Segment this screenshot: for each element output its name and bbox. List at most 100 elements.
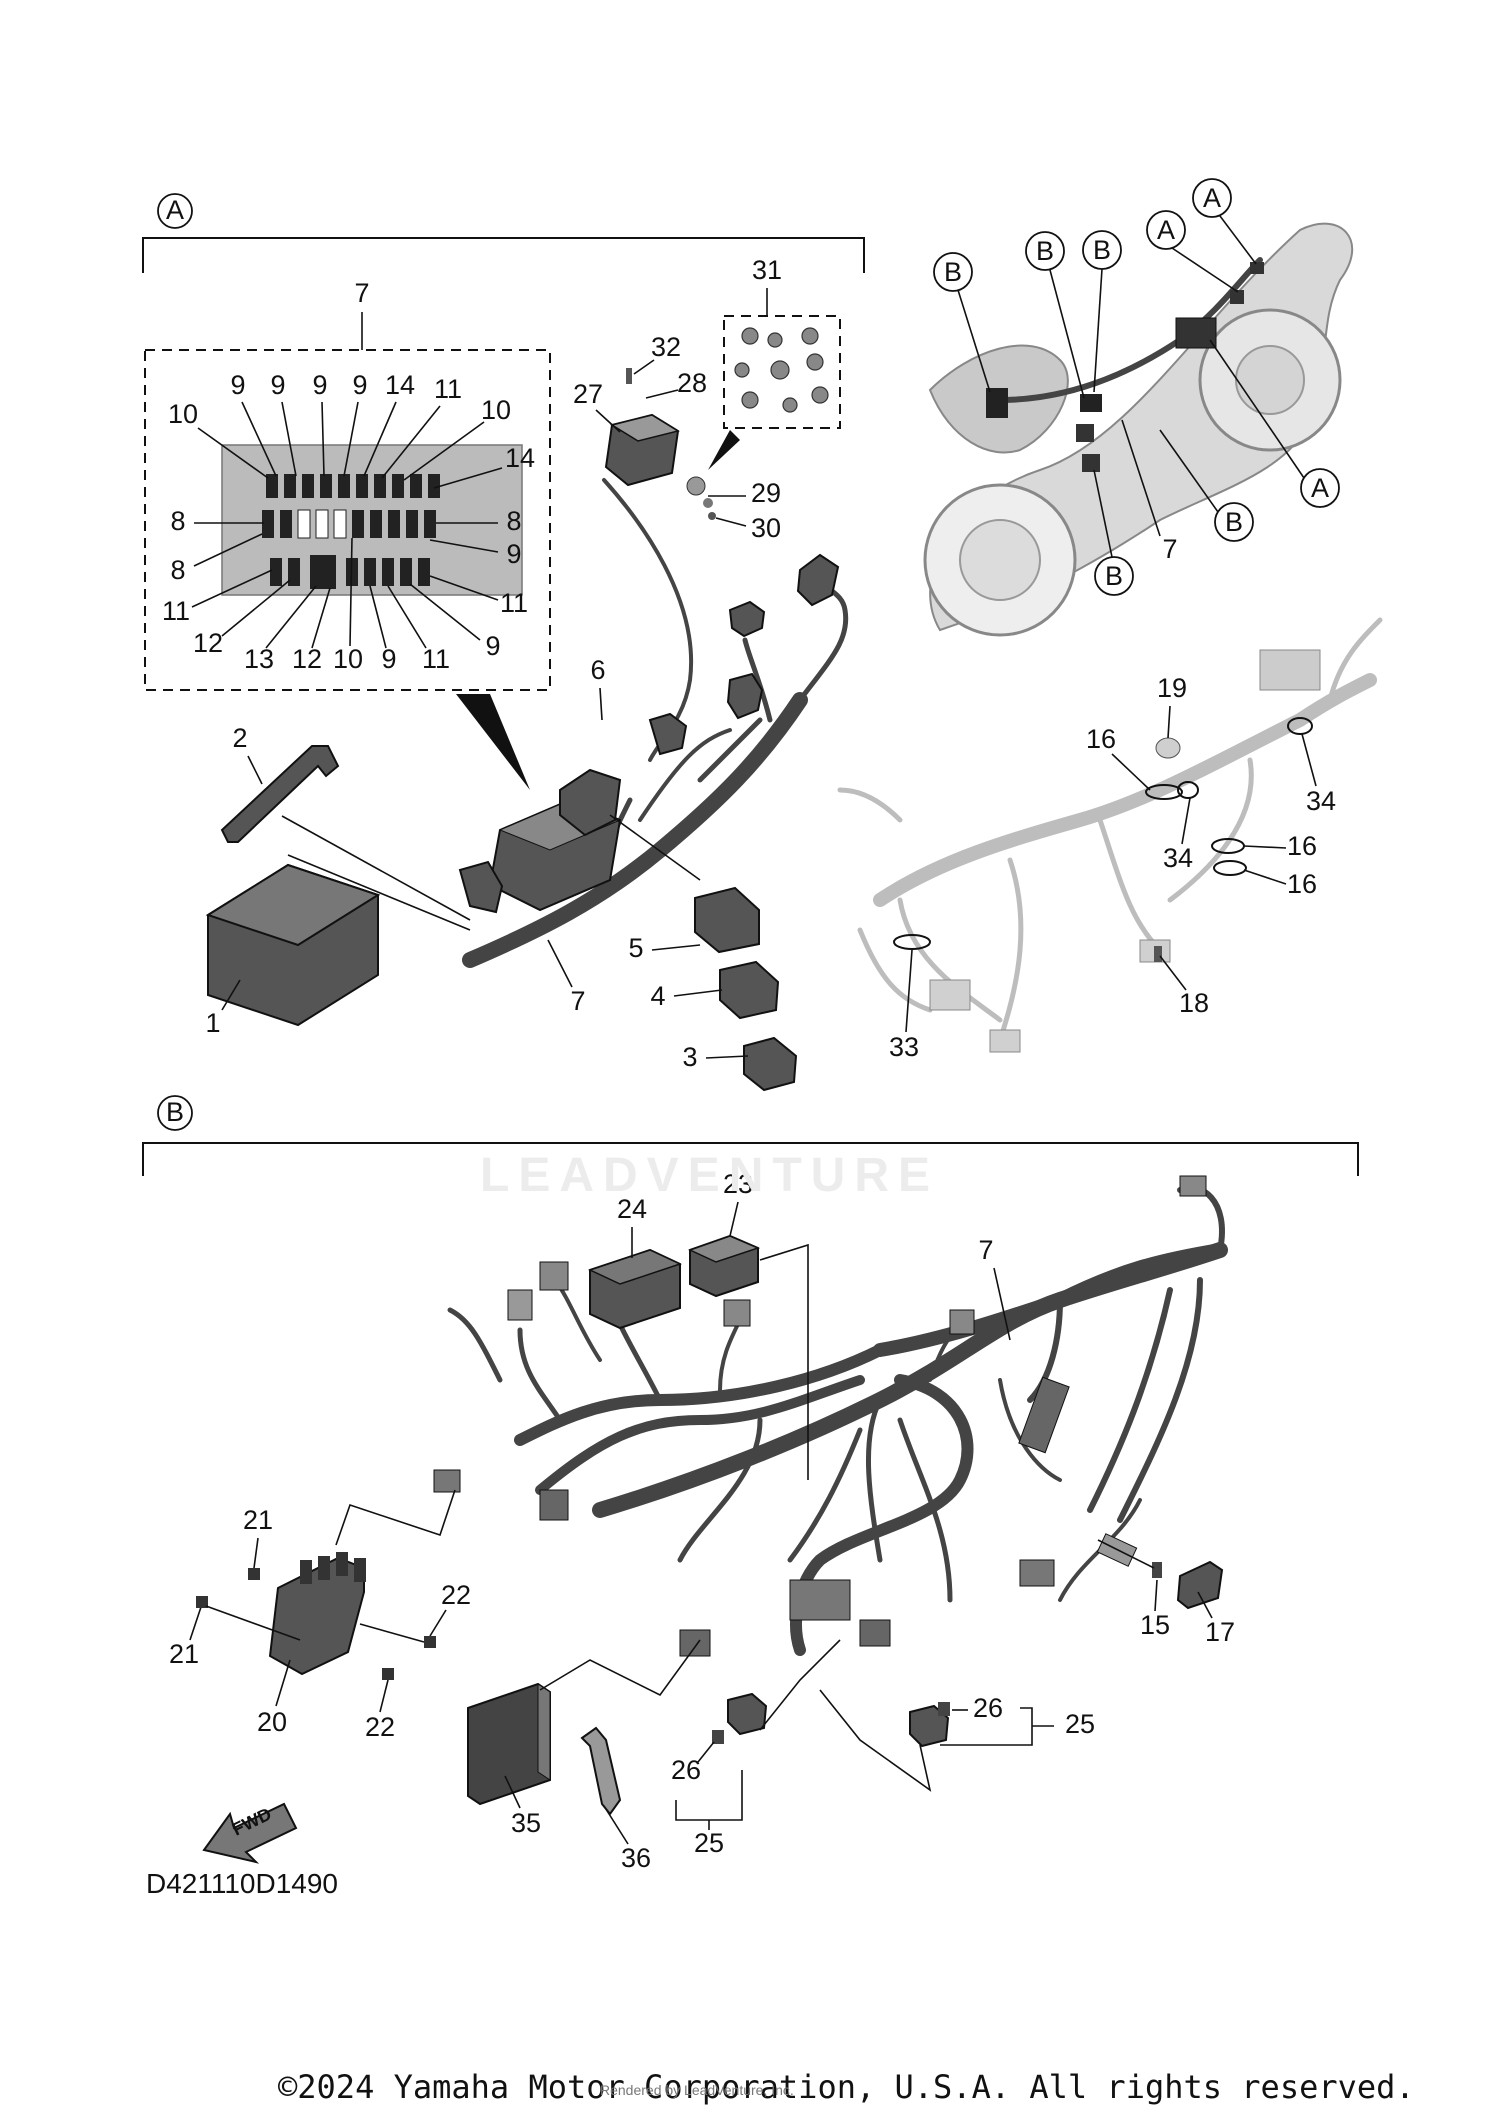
callout-22a: 22 bbox=[441, 1580, 471, 1610]
callout-27: 27 bbox=[573, 379, 603, 409]
callout-7a: 7 bbox=[570, 986, 585, 1016]
part-15 bbox=[1152, 1562, 1162, 1578]
callout-31: 31 bbox=[752, 255, 782, 285]
coupler-5 bbox=[694, 886, 760, 954]
svg-text:B: B bbox=[1105, 561, 1123, 591]
copyright-notice: ©2024 Yamaha Motor Corporation, U.S.A. A… bbox=[278, 2068, 1415, 2106]
svg-text:8: 8 bbox=[170, 506, 185, 536]
connectors-25-right bbox=[909, 1702, 950, 1748]
section-b-bracket bbox=[142, 1142, 1359, 1176]
section-b-marker: B bbox=[157, 1095, 193, 1131]
callout-18: 18 bbox=[1179, 988, 1209, 1018]
svg-text:8: 8 bbox=[170, 555, 185, 585]
svg-text:B: B bbox=[1093, 235, 1111, 265]
svg-text:10: 10 bbox=[481, 395, 511, 425]
callout-16c: 16 bbox=[1287, 869, 1317, 899]
svg-text:9: 9 bbox=[352, 370, 367, 400]
svg-text:B: B bbox=[166, 1097, 184, 1127]
svg-text:9: 9 bbox=[381, 644, 396, 674]
callout-28: 28 bbox=[677, 368, 707, 398]
svg-text:8: 8 bbox=[506, 506, 521, 536]
detail-pointer bbox=[456, 694, 530, 790]
bracket-2 bbox=[220, 745, 340, 843]
relay-24 bbox=[587, 1248, 683, 1330]
svg-text:A: A bbox=[1157, 215, 1175, 245]
callout-7-moto: 7 bbox=[1162, 534, 1177, 564]
svg-text:9: 9 bbox=[506, 539, 521, 569]
callout-21a: 21 bbox=[243, 1505, 273, 1535]
svg-text:B: B bbox=[944, 257, 962, 287]
section-a-bracket bbox=[142, 237, 865, 273]
fwd-arrow-icon: FWD bbox=[202, 1802, 298, 1864]
callout-3: 3 bbox=[682, 1042, 697, 1072]
callout-34a: 34 bbox=[1306, 786, 1336, 816]
callout-26a: 26 bbox=[671, 1755, 701, 1785]
svg-text:11: 11 bbox=[500, 588, 528, 618]
callout-23: 23 bbox=[723, 1169, 753, 1199]
svg-text:11: 11 bbox=[434, 374, 462, 404]
callout-2: 2 bbox=[232, 723, 247, 753]
callout-32: 32 bbox=[651, 332, 681, 362]
svg-text:B: B bbox=[1225, 507, 1243, 537]
callout-5: 5 bbox=[628, 933, 643, 963]
bracket-36 bbox=[580, 1726, 622, 1816]
connectors-25-left bbox=[712, 1692, 768, 1744]
relay-27 bbox=[604, 413, 680, 487]
callout-20: 20 bbox=[257, 1707, 287, 1737]
cover-1 bbox=[205, 863, 381, 1027]
section-a-marker: A bbox=[157, 193, 193, 229]
callout-24: 24 bbox=[617, 1194, 647, 1224]
coupler-4 bbox=[719, 960, 780, 1020]
callout-25a: 25 bbox=[694, 1828, 724, 1858]
rectifier-20 bbox=[268, 1552, 366, 1676]
callout-7b: 7 bbox=[978, 1235, 993, 1265]
svg-text:14: 14 bbox=[505, 443, 535, 473]
svg-text:14: 14 bbox=[385, 370, 415, 400]
callout-6: 6 bbox=[590, 655, 605, 685]
callout-7-fusebox: 7 bbox=[354, 278, 369, 308]
connector-set bbox=[734, 327, 829, 413]
ecu-35 bbox=[467, 1682, 551, 1806]
callout-16a: 16 bbox=[1086, 724, 1116, 754]
watermark: LEADVENTURE bbox=[480, 1149, 940, 1202]
callout-22b: 22 bbox=[365, 1712, 395, 1742]
harness-band-view bbox=[837, 617, 1383, 1053]
callout-35: 35 bbox=[511, 1808, 541, 1838]
callout-36: 36 bbox=[621, 1843, 651, 1873]
callout-15: 15 bbox=[1140, 1610, 1170, 1640]
svg-text:9: 9 bbox=[485, 631, 500, 661]
callout-4: 4 bbox=[650, 981, 665, 1011]
svg-text:10: 10 bbox=[168, 399, 198, 429]
svg-text:9: 9 bbox=[230, 370, 245, 400]
svg-text:12: 12 bbox=[292, 644, 322, 674]
callout-21b: 21 bbox=[169, 1639, 199, 1669]
callout-34b: 34 bbox=[1163, 843, 1193, 873]
motorcycle-overview bbox=[923, 222, 1354, 637]
callout-29: 29 bbox=[751, 478, 781, 508]
svg-text:10: 10 bbox=[333, 644, 363, 674]
svg-text:A: A bbox=[166, 195, 184, 225]
connector-set-frame bbox=[723, 315, 841, 429]
svg-text:A: A bbox=[1311, 473, 1329, 503]
callout-25b: 25 bbox=[1065, 1709, 1095, 1739]
svg-text:B: B bbox=[1036, 236, 1054, 266]
callout-26b: 26 bbox=[973, 1693, 1003, 1723]
coupler-3 bbox=[743, 1036, 798, 1092]
harness-section-a bbox=[458, 553, 849, 968]
harness-section-b bbox=[433, 1175, 1228, 1657]
callout-1: 1 bbox=[205, 1008, 220, 1038]
callout-17: 17 bbox=[1205, 1617, 1235, 1647]
svg-text:11: 11 bbox=[422, 644, 450, 674]
relay-23 bbox=[688, 1234, 761, 1298]
svg-text:11: 11 bbox=[162, 596, 190, 626]
fuse-callouts: 10 9 9 9 9 14 11 10 14 8 8 11 12 13 12 1… bbox=[162, 370, 535, 674]
motorcycle-ref-markers: B B B A A A B B bbox=[933, 178, 1340, 596]
svg-text:A: A bbox=[1203, 183, 1221, 213]
callout-19: 19 bbox=[1157, 673, 1187, 703]
svg-text:9: 9 bbox=[270, 370, 285, 400]
diagram-code: D421110D1490 bbox=[146, 1868, 339, 1899]
rendered-by-notice: Rendered by LeadVenture, Inc. bbox=[600, 2082, 794, 2098]
svg-text:12: 12 bbox=[193, 628, 223, 658]
svg-text:9: 9 bbox=[312, 370, 327, 400]
